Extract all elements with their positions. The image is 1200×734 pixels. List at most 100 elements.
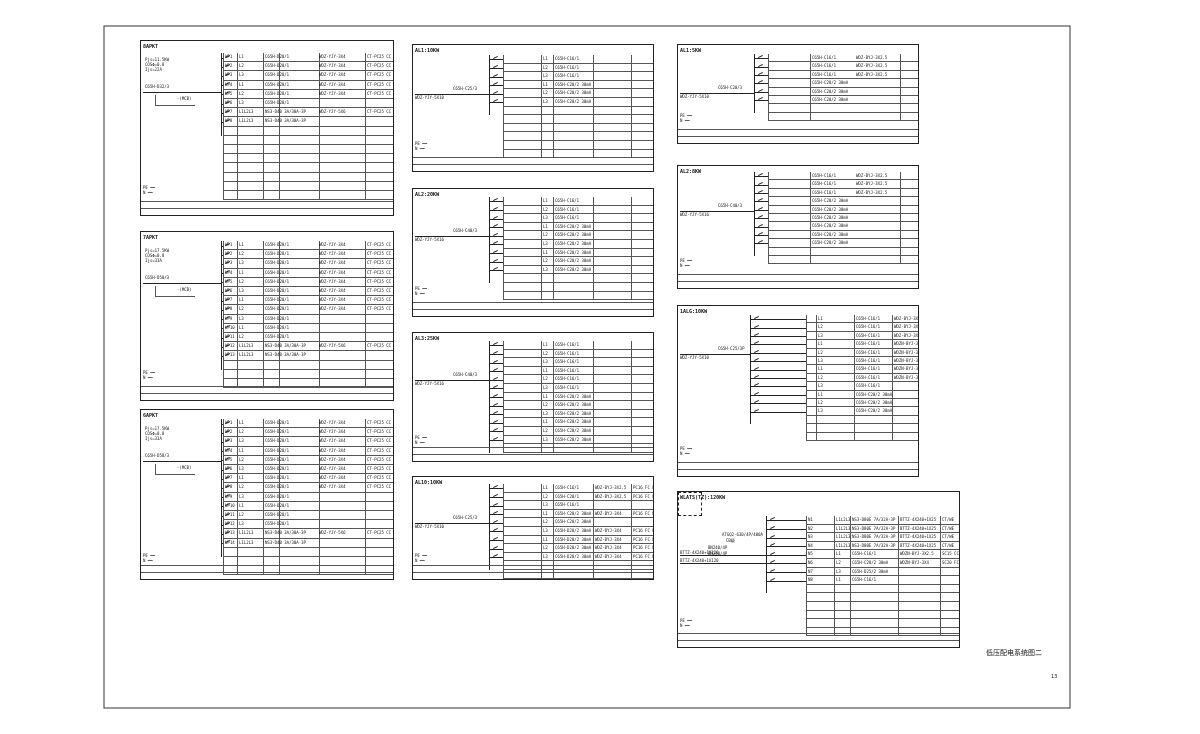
circuit-row <box>223 548 393 557</box>
laying-method: CT-PC25 CC WC <box>367 447 393 453</box>
circuit-row <box>223 154 393 164</box>
table-column-divider <box>631 55 632 159</box>
breaker-spec: C65H-C16/1 <box>812 181 837 187</box>
breaker-spec: C65H-C20/2 30mA <box>856 391 893 397</box>
phase-label: L1 <box>543 56 548 61</box>
table-column-divider <box>541 55 542 159</box>
feeder-cable-label: WDZ-YJY-5X16 <box>415 381 444 387</box>
cable-spec: WDZ-YJY-3X4 <box>319 251 346 257</box>
panel-footer-line <box>678 633 959 634</box>
n-label: N ━━ <box>143 190 153 195</box>
branch-switch <box>489 85 503 87</box>
phase-label: L1 <box>543 367 548 373</box>
phase-label: L3 <box>543 436 548 442</box>
branch-switch <box>489 270 503 272</box>
circuit-row <box>223 173 393 182</box>
breaker-spec: C65H-C20/2 30mA <box>812 97 849 102</box>
phase-label: L2 <box>543 258 548 264</box>
phase-label: L1 <box>543 393 548 399</box>
breaker-spec: C65H-C20/2 30mA <box>856 408 893 414</box>
branch-switch <box>221 300 223 302</box>
branch-switch <box>221 85 223 87</box>
table-column-divider <box>263 53 264 201</box>
pe-n-labels: PE ━━N ━━ <box>415 141 427 151</box>
n-label: N ━━ <box>415 291 425 296</box>
phase-label: L1 <box>818 341 823 347</box>
cable-spec: WDZ-YJY-3X4 <box>319 297 346 303</box>
breaker-spec: C65H-C16/1 <box>555 215 580 221</box>
circuit-row <box>503 570 653 579</box>
phase-label: L2 <box>239 278 244 284</box>
phase-label: L1 <box>543 536 548 542</box>
phase-label: L3 <box>239 100 244 105</box>
breaker-spec: C65H-C20/2 30mA <box>812 240 849 246</box>
cable-spec: WDZ-BYJ-3X4 <box>595 553 622 559</box>
laying-method: PC16 FC WC <box>633 528 653 533</box>
laying-method: CT-PC25 CC WC <box>367 242 393 247</box>
table-left-edge <box>503 197 504 301</box>
breaker-spec: C65H-D20/1 <box>265 334 290 339</box>
cable-spec: WDZ-YJY-3X4 <box>319 54 346 59</box>
feeder-tag: BN240/4P <box>708 551 728 556</box>
pe-n-labels: PE ━━N ━━ <box>680 258 692 268</box>
table-column-divider <box>237 419 238 576</box>
phase-label: L1 <box>818 316 823 321</box>
table-column-divider <box>940 516 941 637</box>
breaker-spec: C65H-C16/1 <box>856 316 881 321</box>
phase-label: L3 <box>818 408 823 414</box>
laying-method: CT-PC25 CC WC <box>367 475 393 481</box>
breaker-spec: C65H-C20/2 30mA <box>555 241 592 246</box>
main-incoming-line <box>680 92 754 94</box>
panel-title: AL2:8KW <box>680 169 702 175</box>
table-column-divider <box>892 315 893 441</box>
breaker-spec: C65H-D20/1 <box>265 251 290 257</box>
phase-label: L3 <box>543 385 548 390</box>
panel-title: AL3:25KW <box>415 336 440 342</box>
feeder-cable-label: WDZ-YJY-5X10 <box>415 95 444 101</box>
branch-switch <box>489 252 503 254</box>
pe-label: PE ━━ <box>415 286 428 291</box>
breaker-spec: C65H-C16/1 <box>812 71 837 77</box>
cable-spec: WDZ-YJY-5X6 <box>319 343 346 349</box>
panel-footer-line <box>141 386 393 387</box>
branch-switch <box>489 235 503 237</box>
panel-footer-line <box>678 462 918 463</box>
branch-switch <box>221 451 223 453</box>
phase-label: L1 <box>239 54 244 59</box>
cable-spec: WDZ-BYJ-3X2.5 <box>894 316 919 321</box>
panel-footer-line <box>413 164 653 165</box>
breaker-spec: C65H-C20/2 30mA <box>555 519 592 525</box>
branch-switch <box>750 411 806 413</box>
panel-title: 7APKT <box>143 235 159 241</box>
breaker-spec: C65H-C16/1 <box>555 385 580 390</box>
branch-switch <box>766 520 806 522</box>
main-breaker-label: C65H-D50/3 <box>145 275 170 280</box>
circuit-row <box>223 127 393 136</box>
breaker-spec: C65H-D20/2 30mA <box>555 553 592 559</box>
laying-method: CT-PC25 CC WC <box>367 297 393 303</box>
circuit-row: C65H-C20/2 30mA <box>768 88 918 96</box>
laying-method: PC16 FC WC <box>633 510 653 516</box>
cable-spec: WDZ-YJY-3X4 <box>319 90 346 96</box>
branch-switch <box>221 264 223 265</box>
branch-switch <box>221 103 223 105</box>
branch-switch <box>221 356 223 357</box>
branch-switch <box>750 336 806 337</box>
breaker-spec: C65H-C16/1 <box>555 198 580 203</box>
phase-label: L1 <box>543 223 548 229</box>
breaker-spec: C65H-C20/2 30mA <box>812 198 849 204</box>
